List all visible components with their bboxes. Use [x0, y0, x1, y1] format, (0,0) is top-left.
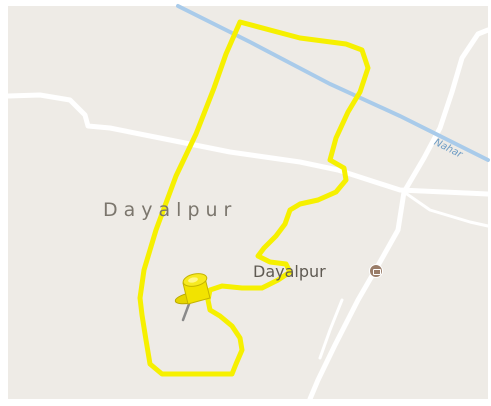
place-label-dayalpur[interactable]: Dayalpur — [253, 262, 326, 281]
envelope-icon — [373, 269, 381, 275]
canal-nahar — [176, 4, 490, 162]
area-label-dayalpur: Dayalpur — [103, 199, 238, 221]
road-network — [5, 27, 491, 402]
road-west-east — [5, 92, 491, 197]
yellow-pushpin-icon[interactable] — [174, 272, 211, 322]
post-office-icon[interactable] — [369, 264, 383, 278]
land-background — [8, 6, 488, 399]
road-east-branch — [402, 190, 490, 228]
route-boundary — [137, 19, 371, 377]
road-south-lane — [318, 298, 344, 360]
